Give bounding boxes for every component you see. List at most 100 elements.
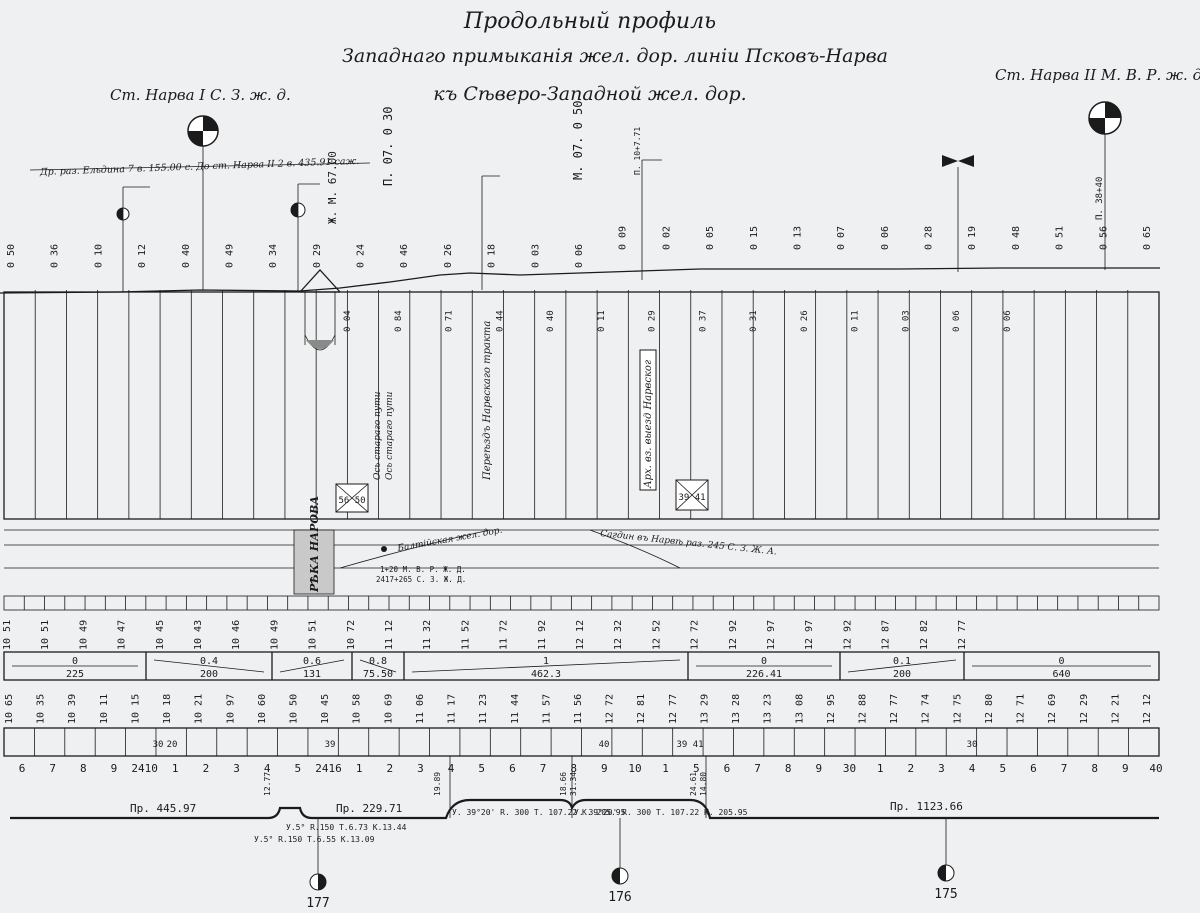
grade-den-3: 75.50 xyxy=(363,669,393,680)
picket-4: 2410 xyxy=(131,762,158,775)
picket-22: 5 xyxy=(693,762,700,775)
picket-11: 1 xyxy=(356,762,363,775)
ground-mark-19: 12 92 xyxy=(728,620,739,650)
design-mark-12: 10 69 xyxy=(383,694,394,724)
crossing-label-1: М. 07. 0 50 xyxy=(571,101,585,180)
cut-depth-4: 0 40 xyxy=(546,310,556,332)
vertical-label-7: 0 29 xyxy=(312,244,323,268)
cut-depth-8: 0 31 xyxy=(749,310,759,332)
top-distance-note: Др. раз. Ельдина 7 в. 155.00 с. До ст. Н… xyxy=(39,156,360,178)
title-line-3: къ Сѣверо-Западной жел. дор. xyxy=(433,83,746,105)
picket-28: 1 xyxy=(877,762,884,775)
grade-den-7: 640 xyxy=(1052,669,1070,680)
plan-side-mark-3: 14.80 xyxy=(699,772,708,796)
picket-36: 9 xyxy=(1122,762,1129,775)
vertical-label-9: 0 46 xyxy=(399,244,410,268)
vertical-label-15: 0 02 xyxy=(661,226,672,250)
plan-curve-2: У. 39°20' R. 300 T. 107.22 K. 205.95 xyxy=(574,808,748,817)
vertical-label-11: 0 18 xyxy=(487,244,498,268)
ground-mark-22: 12 92 xyxy=(842,620,853,650)
design-mark-17: 11 57 xyxy=(541,694,552,724)
design-mark-27: 12 88 xyxy=(858,694,869,724)
station-right-label: Ст. Нарва II М. В. Р. ж. д. xyxy=(995,66,1200,84)
crossing-point xyxy=(381,546,387,552)
vertical-label-5: 0 49 xyxy=(224,244,235,268)
design-mark-7: 10 97 xyxy=(225,694,236,724)
old-axis-label: Ось стараго пути xyxy=(373,391,383,480)
title-line-1: Продольный профиль xyxy=(463,9,716,34)
grade-den-2: 131 xyxy=(303,669,321,680)
design-mark-0: 10 65 xyxy=(4,694,15,724)
ground-mark-25: 12 77 xyxy=(957,620,968,650)
design-mark-1: 10 35 xyxy=(36,694,47,724)
plan-side-mark-5: 12.77 xyxy=(263,772,272,796)
cut-depth-7: 0 37 xyxy=(698,310,708,332)
plan-straight-1: Пр. 445.97 xyxy=(130,802,196,815)
grades-strip xyxy=(3,651,1160,681)
picket-18: 8 xyxy=(570,762,577,775)
vertical-label-13: 0 06 xyxy=(574,244,585,268)
design-mark-20: 12 81 xyxy=(636,694,647,724)
plan-curve-1: У. 39°20' R. 300 T. 107.22 K. 205.95 xyxy=(452,808,626,817)
vertical-label-6: 0 34 xyxy=(268,244,279,268)
grades-row: 02250.42000.61310.875.501462.30226.410.1… xyxy=(12,652,1151,680)
picket-20: 10 xyxy=(628,762,641,775)
picket-21: 1 xyxy=(662,762,669,775)
picket-12: 2 xyxy=(386,762,393,775)
ground-mark-23: 12 87 xyxy=(881,620,892,650)
verst-marker-177: 177 xyxy=(306,818,330,911)
ground-mark-3: 10 47 xyxy=(117,620,128,650)
ground-mark-24: 12 82 xyxy=(919,620,930,650)
signal-post-1 xyxy=(481,175,500,290)
vertical-label-0: 0 50 xyxy=(6,244,17,268)
pk-right-label: П. 38+40 xyxy=(1095,177,1105,220)
design-mark-22: 13 29 xyxy=(699,694,710,724)
design-mark-11: 10 58 xyxy=(352,694,363,724)
picket-25: 8 xyxy=(785,762,792,775)
vertical-label-23: 0 48 xyxy=(1011,226,1022,250)
verst-176-label: 176 xyxy=(608,890,631,905)
grade-num-2: 0.6 xyxy=(303,656,321,667)
picket-16: 6 xyxy=(509,762,516,775)
bridge-label-2: П. 07. 0 30 xyxy=(381,107,395,186)
picket-8: 4 xyxy=(264,762,271,775)
design-mark-32: 12 71 xyxy=(1016,694,1027,724)
picket-29: 2 xyxy=(907,762,914,775)
picket-30: 3 xyxy=(938,762,945,775)
design-mark-25: 13 08 xyxy=(794,694,805,724)
signal-post-2 xyxy=(641,159,662,280)
crossing-label-2: П. 10+7.71 xyxy=(633,127,642,175)
picket-15: 5 xyxy=(478,762,485,775)
vertical-label-19: 0 07 xyxy=(836,226,847,250)
grade-num-7: 0 xyxy=(1058,656,1064,667)
station-left-label: Ст. Нарва I С. З. ж. д. xyxy=(110,86,291,104)
grade-num-3: 0.8 xyxy=(369,656,387,667)
vertical-label-12: 0 03 xyxy=(530,244,541,268)
vertical-label-4: 0 40 xyxy=(181,244,192,268)
cut-depth-13: 0 06 xyxy=(1003,310,1013,332)
grade-num-5: 0 xyxy=(761,656,767,667)
design-mark-14: 11 17 xyxy=(447,694,458,724)
picket-24: 7 xyxy=(754,762,761,775)
ground-mark-15: 12 12 xyxy=(575,620,586,650)
profile-box xyxy=(3,291,1160,520)
cut-depth-6: 0 29 xyxy=(648,310,658,332)
crossing-vertical-label: Переѣздъ Нарвскаго тракта xyxy=(482,321,493,481)
design-mark-35: 12 21 xyxy=(1110,694,1121,724)
vertical-label-26: 0 65 xyxy=(1142,226,1153,250)
picket-2: 8 xyxy=(80,762,87,775)
vertical-label-22: 0 19 xyxy=(967,226,978,250)
vertical-label-25: 0 56 xyxy=(1098,226,1109,250)
km-marker-2 xyxy=(290,183,320,292)
bridge-structure xyxy=(299,269,341,351)
semaphore-symbol xyxy=(942,155,974,272)
design-mark-21: 12 77 xyxy=(668,694,679,724)
design-mark-2: 10 39 xyxy=(67,694,78,724)
grade-num-6: 0.1 xyxy=(893,656,911,667)
